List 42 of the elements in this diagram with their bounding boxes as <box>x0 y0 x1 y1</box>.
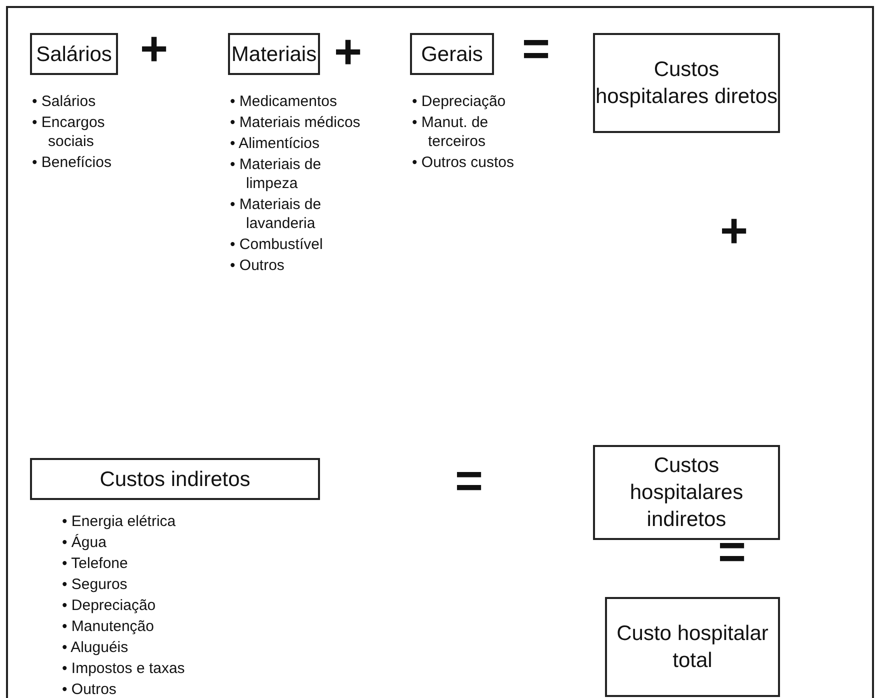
bullet-item: • Manutenção <box>62 617 155 636</box>
bullet-item: • Aluguéis <box>62 638 130 657</box>
bullet-item: • Água <box>62 533 108 552</box>
box-label: Salários <box>36 42 112 68</box>
bullet-item: • Benefícios <box>32 153 112 172</box>
bullet-item: • Materiais médicos <box>230 113 362 132</box>
cost-box <box>410 33 494 75</box>
bullet-item: • Depreciação <box>62 596 157 615</box>
cost-box <box>605 597 780 697</box>
box-label: Custos hospitalares indiretos <box>628 453 744 533</box>
cost-box <box>593 445 780 540</box>
bullet-item: • Medicamentos <box>230 92 338 111</box>
box-label: Custos hospitalares diretos <box>595 57 778 110</box>
bullet-item: • Depreciação <box>412 92 507 111</box>
bullet-item: • Manut. de terceiros <box>412 113 490 151</box>
box-label: Gerais <box>421 42 483 68</box>
bullet-item: • Materiais de lavanderia <box>230 195 322 233</box>
bullet-item: • Outros <box>62 680 118 698</box>
bullet-item: • Combustível <box>230 235 324 254</box>
bullet-item: • Impostos e taxas <box>62 659 186 678</box>
cost-box <box>228 33 320 75</box>
plus-sign: + <box>140 30 168 70</box>
bullet-item: • Alimentícios <box>230 134 320 153</box>
cost-box <box>593 33 780 133</box>
equals-sign: = <box>522 30 550 70</box>
bullet-item: • Energia elétrica <box>62 512 177 531</box>
plus-sign: + <box>720 212 748 252</box>
equals-sign: = <box>718 533 746 573</box>
bullet-item: • Seguros <box>62 575 128 594</box>
box-label: Custos indiretos <box>100 466 250 492</box>
bullet-item: • Outros custos <box>412 153 515 172</box>
box-label: Materiais <box>231 42 317 68</box>
box-label: Custo hospitalar total <box>616 621 770 674</box>
bullet-item: • Encargos sociais <box>32 113 106 151</box>
cost-box <box>30 33 118 75</box>
bullet-item: • Materiais de limpeza <box>230 155 322 193</box>
bullet-item: • Telefone <box>62 554 129 573</box>
bullet-item: • Salários <box>32 92 97 111</box>
cost-box <box>30 458 320 500</box>
equals-sign: = <box>455 462 484 502</box>
bullet-item: • Outros <box>230 256 286 275</box>
plus-sign: + <box>334 33 362 73</box>
